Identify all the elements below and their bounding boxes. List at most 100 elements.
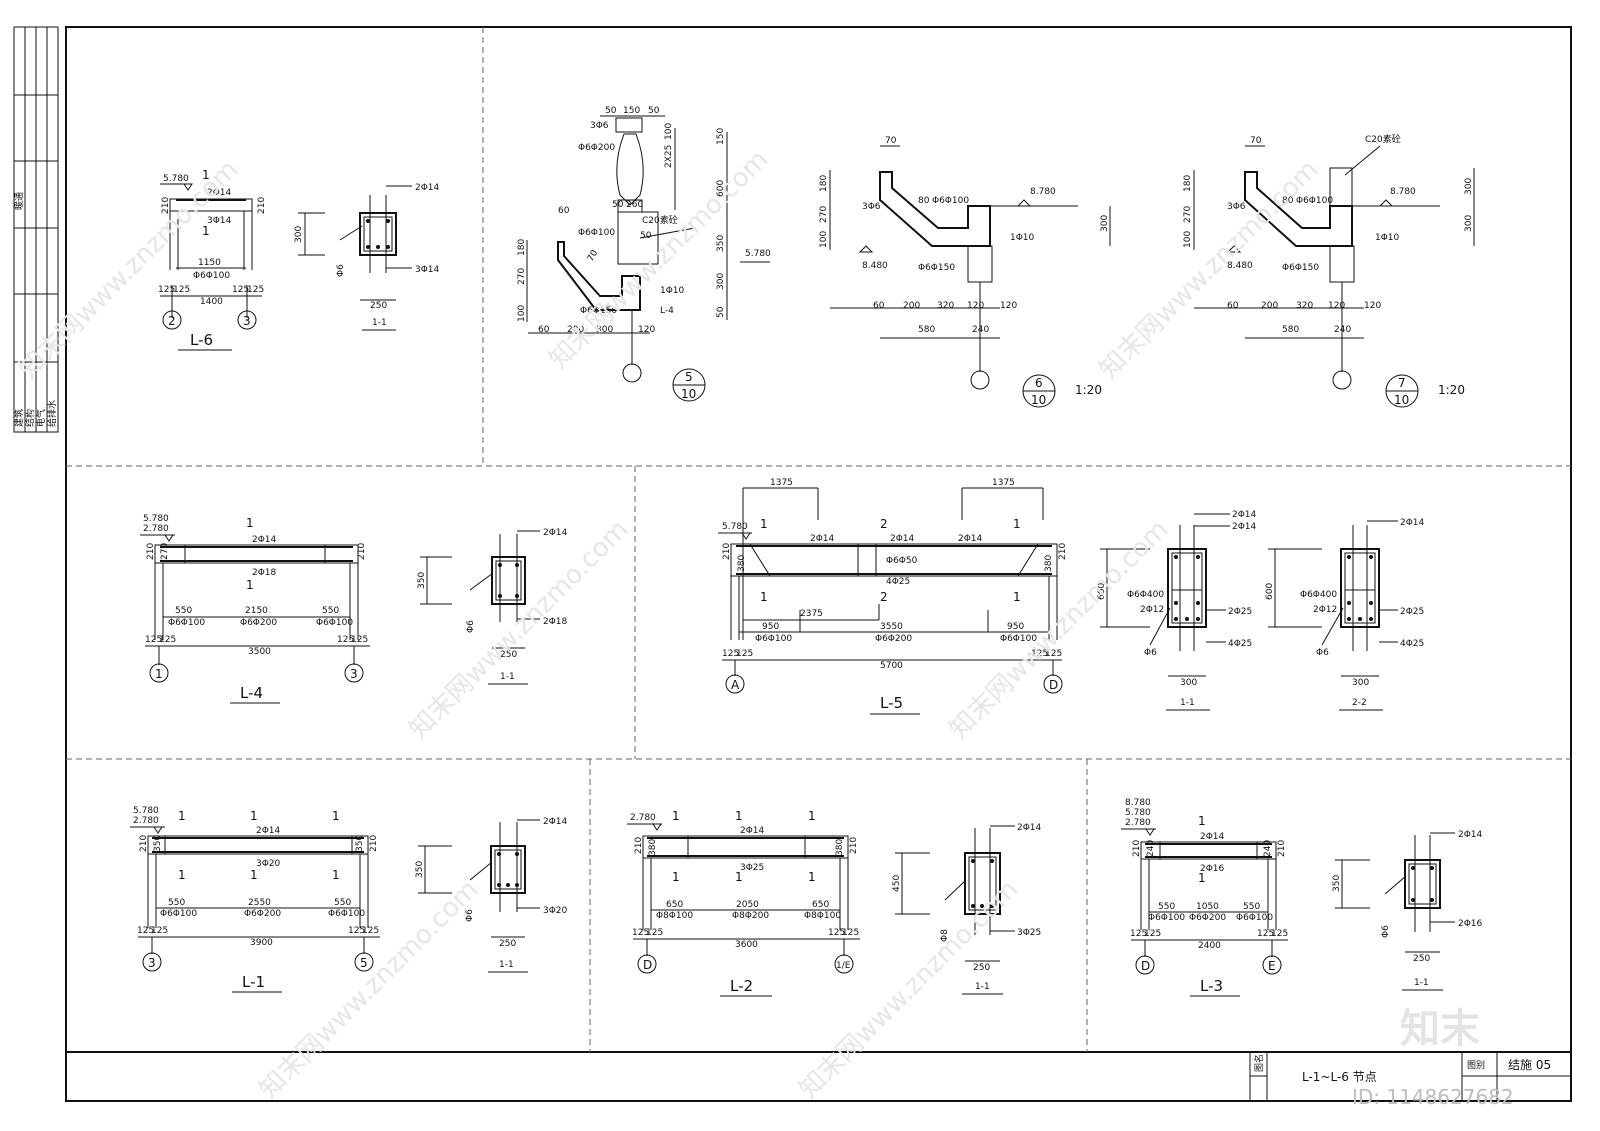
drawing-title: L-1~L-6 节点 (1302, 1070, 1377, 1084)
d6-elev-top: 8.780 (1030, 187, 1056, 197)
detail-7: 70 C20素砼 180 270 100 3Φ6 80 Φ6Φ100 8.780… (1183, 133, 1475, 408)
l3-end-h: 210 (1132, 840, 1142, 857)
l1-side-0: 125 (137, 926, 154, 936)
d5-right-2: 150 (716, 128, 726, 145)
l4-elev-a: 5.780 (143, 514, 169, 524)
l1-stir-2: Φ6Φ100 (328, 909, 365, 919)
l5-stir-2: Φ6Φ100 (1000, 634, 1037, 644)
d5-dim-260: 260 (626, 200, 643, 210)
beam-l5-section-2: 2Φ14 600 Φ6Φ400 2Φ12 2Φ25 4Φ25 Φ6 300 2-… (1265, 518, 1425, 711)
l5-dim-mid-1: 3550 (880, 622, 903, 632)
d6-bot-3: 120 (967, 301, 984, 311)
d5-gutter-bar: Φ6Φ100 (578, 228, 615, 238)
l2-side-3: 125 (842, 928, 859, 938)
l1-sec-h: 350 (415, 861, 425, 878)
d5-detail-no: 5 (685, 370, 693, 384)
l4-stir-2: Φ6Φ100 (316, 618, 353, 628)
l2-end-h: 210 (634, 837, 644, 854)
l4-sec-top: 2Φ14 (543, 528, 568, 538)
beam-l6-section: 2Φ14 3Φ14 300 Φ6 250 1-1 (294, 183, 440, 331)
d5-col-stir: Φ6Φ200 (578, 143, 615, 153)
l1-top-bar: 2Φ14 (256, 826, 281, 836)
l6-dim-side-b: 125 (173, 285, 190, 295)
l1-elev-a: 5.780 (133, 806, 159, 816)
l4-axis-right: 3 (350, 667, 358, 681)
l4-side-0: 125 (145, 635, 162, 645)
d6-bot-1: 200 (903, 301, 920, 311)
l1-axis-left: 3 (148, 956, 156, 970)
l3-dim-mid-1: 1050 (1196, 902, 1219, 912)
l2-dim-mid-1: 2050 (736, 900, 759, 910)
d5-top-2: 50 (648, 106, 660, 116)
beam-l4-elevation: 5.780 2.780 1 1 2Φ14 2Φ18 210 270 210 55… (140, 514, 370, 704)
beam-l2-section: 2Φ14 3Φ25 450 Φ8 250 1-1 (892, 823, 1042, 995)
d7-sheet-ref: 10 (1394, 393, 1409, 407)
watermark-id: ID: 1148627682 (1352, 1085, 1514, 1109)
d6-stir-b: Φ6Φ150 (918, 263, 955, 273)
d7-stir-b: Φ6Φ150 (1282, 263, 1319, 273)
l1-stir-0: Φ6Φ100 (160, 909, 197, 919)
l4-dim-mid-2: 550 (322, 606, 339, 616)
l2-bot-bar: 3Φ25 (740, 863, 764, 873)
l5-elev: 5.780 (722, 522, 748, 532)
d7-elev-top: 8.780 (1390, 187, 1416, 197)
d5-right-1: 2X25 (664, 145, 674, 168)
l5-s1-waist: 2Φ25 (1228, 607, 1252, 617)
beam-l2-elevation: 2.780 1 1 1 1 1 1 2Φ14 3Φ25 210 380 380 … (627, 809, 860, 997)
d5-bot-2: 300 (596, 325, 613, 335)
l5-dim-1375-a: 1375 (770, 478, 793, 488)
l5-s2-side: 2Φ12 (1313, 605, 1337, 615)
beam-l3-section: 2Φ14 2Φ16 350 Φ6 250 1-1 (1332, 830, 1483, 991)
l6-axis-left: 2 (168, 314, 176, 328)
l3-side-0: 125 (1130, 929, 1147, 939)
strip-label-plumb: 给排水 (46, 400, 58, 427)
d6-stir-a: Φ6Φ100 (932, 196, 969, 206)
detail-6: 70 180 270 100 3Φ6 80 Φ6Φ100 8.780 300 1… (819, 136, 1111, 408)
l1-end-h: 210 (139, 835, 149, 852)
l2-axis-left: D (643, 958, 652, 972)
d5-dim-50b: 50 (612, 200, 624, 210)
l3-dim-mid-2: 550 (1243, 902, 1260, 912)
l5-s2-w: 300 (1352, 678, 1369, 688)
l1-mark-a: 1 (178, 809, 186, 823)
l6-end-h-right: 210 (257, 197, 267, 214)
d7-bot-1: 200 (1261, 301, 1278, 311)
l5-dim-mid-2: 950 (1007, 622, 1024, 632)
left-strip: 暖通 建筑 结构 电气 给排水 (13, 26, 59, 433)
d6-bar-a: 3Φ6 (862, 202, 881, 212)
l2-stir-2: Φ8Φ100 (804, 911, 841, 921)
l3-end-l-r: 240 (1263, 840, 1273, 857)
l3-sec-h: 350 (1332, 875, 1342, 892)
watermark-site-2: 知末网www.znzmo.com (544, 144, 775, 375)
l4-sec-bot: 2Φ18 (543, 617, 568, 627)
l2-stir-1: Φ8Φ200 (732, 911, 769, 921)
l5-dim-mid-0: 950 (762, 622, 779, 632)
d5-bot-0: 60 (538, 325, 550, 335)
d5-concrete: C20素砼 (642, 214, 678, 226)
d5-beam-ref: L-4 (660, 306, 674, 316)
d7-bot-4: 120 (1364, 301, 1381, 311)
l3-sec-title: 1-1 (1414, 978, 1429, 988)
l5-top-bar-1: 2Φ14 (890, 534, 915, 544)
d6-dim-300: 300 (1100, 215, 1110, 232)
l4-end-l: 270 (160, 543, 170, 560)
beam-l3-elevation: 8.780 5.780 2.780 1 1 2Φ14 2Φ16 210 240 … (1121, 798, 1288, 997)
l6-elev: 5.780 (163, 174, 189, 184)
l5-dim-total: 5700 (880, 661, 903, 671)
watermark-site-6: 知末网www.znzmo.com (254, 874, 485, 1105)
d7-bot-0: 60 (1227, 301, 1239, 311)
d7-bot-2: 320 (1296, 301, 1313, 311)
l2-dim-mid-2: 650 (812, 900, 829, 910)
l3-elev-b: 5.780 (1125, 808, 1151, 818)
l1-mark-b: 1 (250, 809, 258, 823)
d7-concrete: C20素砼 (1365, 133, 1401, 145)
l5-sec-mark-2b: 2 (880, 590, 888, 604)
l6-dim-side-d: 125 (247, 285, 264, 295)
d5-right-4: 350 (716, 235, 726, 252)
d6-dim-240: 240 (972, 325, 989, 335)
l1-end-l: 350 (153, 835, 163, 852)
l1-axis-right: 5 (360, 956, 368, 970)
l2-stir-0: Φ8Φ100 (656, 911, 693, 921)
l4-axis-left: 1 (155, 667, 163, 681)
l4-sec-mark-b: 1 (246, 578, 254, 592)
